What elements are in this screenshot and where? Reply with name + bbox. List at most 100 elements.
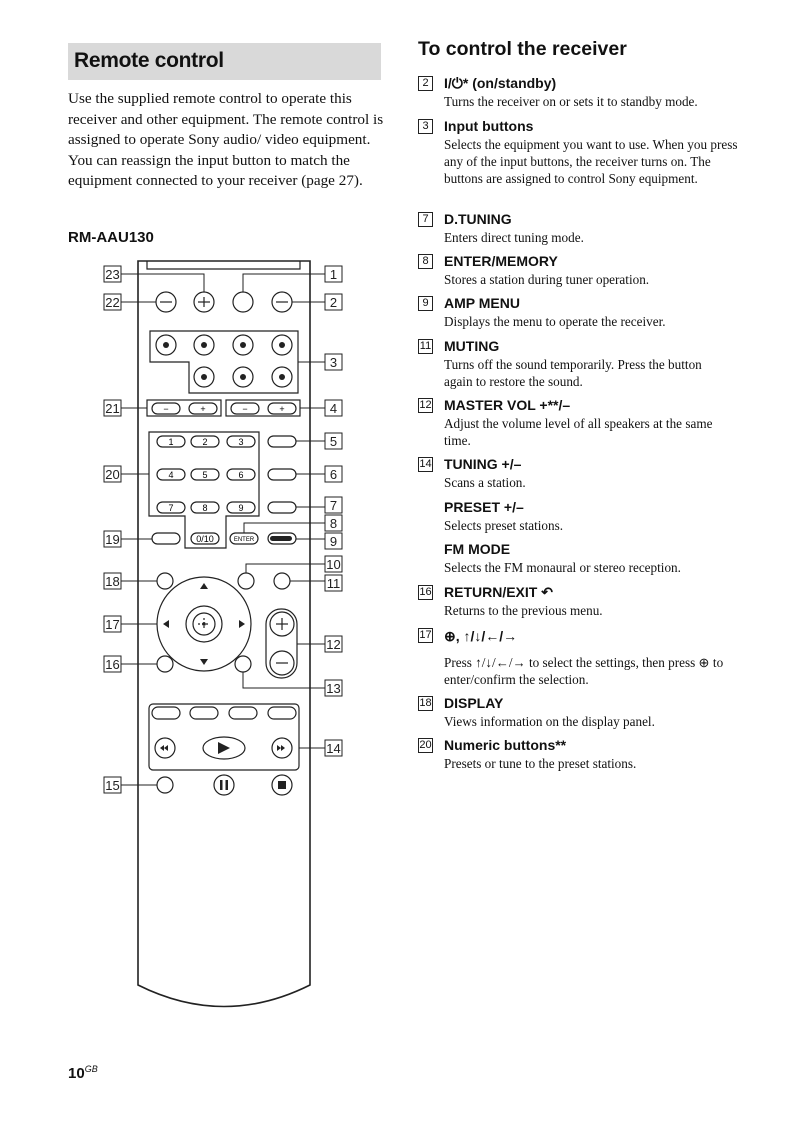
arrow-right-icon bbox=[239, 620, 245, 628]
callout-14: 14 bbox=[326, 741, 340, 756]
entry-heading: MASTER VOL +**/– bbox=[444, 397, 571, 413]
entry-heading: ⊕, ↑/↓/←/→ bbox=[444, 628, 518, 644]
play-icon bbox=[218, 742, 230, 754]
plus-button-right bbox=[267, 402, 297, 415]
entry-description: Selects preset stations. bbox=[444, 518, 564, 533]
right-section-title: To control the receiver bbox=[418, 38, 627, 60]
entry-heading: DISPLAY bbox=[444, 695, 504, 711]
plus-label: + bbox=[200, 404, 205, 414]
callout-6: 6 bbox=[330, 467, 337, 482]
entry-number: 11 bbox=[418, 339, 433, 354]
button-10 bbox=[237, 572, 255, 590]
entry-description: Press ↑/↓/←/→ to select the settings, th… bbox=[444, 655, 724, 687]
minus-button-right bbox=[230, 402, 260, 415]
entry-number: 14 bbox=[418, 457, 433, 472]
arrow-up-icon bbox=[200, 583, 208, 589]
numeric-button-5 bbox=[190, 468, 220, 481]
entry-number: 18 bbox=[418, 696, 433, 711]
entry-heading: RETURN/EXIT ↶ bbox=[444, 584, 553, 600]
entry-heading: MUTING bbox=[444, 338, 500, 354]
entry-description: Returns to the previous menu. bbox=[444, 603, 603, 618]
entry-heading: AMP MENU bbox=[444, 295, 520, 311]
prev-button bbox=[151, 706, 181, 720]
rewind-step-button bbox=[189, 706, 219, 720]
minus-button-left bbox=[151, 402, 181, 415]
minus-label: − bbox=[242, 404, 247, 414]
entry-description: Stores a station during tuner operation. bbox=[444, 272, 650, 287]
entry-description: Selects the equipment you want to use. W… bbox=[444, 137, 738, 186]
entry-heading: PRESET +/– bbox=[444, 499, 524, 515]
section-heading-band bbox=[68, 43, 381, 80]
callout-4: 4 bbox=[330, 401, 337, 416]
callout-8: 8 bbox=[330, 516, 337, 531]
callout-22: 22 bbox=[105, 295, 119, 310]
numeric-key-label: 4 bbox=[168, 470, 173, 480]
next-button bbox=[267, 706, 297, 720]
forward-step-button bbox=[228, 706, 258, 720]
enter-label: ENTER bbox=[234, 537, 255, 543]
arrow-down-icon bbox=[200, 659, 208, 665]
button-13 bbox=[234, 655, 252, 673]
entry-description: Turns the receiver on or sets it to stan… bbox=[444, 94, 698, 109]
page-number: 10GB bbox=[68, 1064, 98, 1082]
fast-forward-icon bbox=[281, 745, 285, 751]
button-15 bbox=[156, 776, 174, 794]
rewind-icon bbox=[160, 745, 164, 751]
entry-number: 16 bbox=[418, 585, 433, 600]
button-6 bbox=[267, 468, 297, 481]
numeric-key-label: 0/10 bbox=[196, 534, 214, 544]
entry-description: Enters direct tuning mode. bbox=[444, 230, 584, 245]
callout-23: 23 bbox=[105, 267, 119, 282]
pause-button bbox=[213, 774, 235, 796]
button-7 bbox=[267, 501, 297, 514]
minus-label: − bbox=[163, 404, 168, 414]
entry-heading: D.TUNING bbox=[444, 211, 512, 227]
entry-number: 9 bbox=[418, 296, 433, 311]
entry-number: 8 bbox=[418, 254, 433, 269]
numeric-button-3 bbox=[226, 435, 256, 448]
muting-button bbox=[273, 572, 291, 590]
entry-heading: ENTER/MEMORY bbox=[444, 253, 558, 269]
entry-description: Turns off the sound temporarily. Press t… bbox=[444, 357, 702, 389]
entry-description: Views information on the display panel. bbox=[444, 714, 655, 729]
numeric-button-8 bbox=[190, 501, 220, 514]
numeric-frame bbox=[148, 431, 260, 549]
callout-16: 16 bbox=[105, 657, 119, 672]
button-1 bbox=[232, 291, 254, 313]
stop-icon bbox=[278, 781, 286, 789]
callout-1: 1 bbox=[330, 267, 337, 282]
entry-heading: I/⏻* (on/standby) bbox=[444, 75, 557, 91]
callout-2: 2 bbox=[330, 295, 337, 310]
numeric-key-label: 2 bbox=[202, 437, 207, 447]
plus-label: + bbox=[279, 404, 284, 414]
entry-description: Displays the menu to operate the receive… bbox=[444, 314, 666, 329]
callout-21: 21 bbox=[105, 401, 119, 416]
button-19 bbox=[151, 532, 181, 545]
callout-12: 12 bbox=[326, 637, 340, 652]
numeric-button-4 bbox=[156, 468, 186, 481]
callout-11: 11 bbox=[327, 576, 341, 591]
callout-9: 9 bbox=[330, 534, 337, 549]
entry-number: 2 bbox=[418, 76, 433, 91]
numeric-key-label: 8 bbox=[202, 503, 207, 513]
numeric-key-label: 7 bbox=[168, 503, 173, 513]
remote-top-edge bbox=[146, 261, 301, 270]
plus-button-left bbox=[188, 402, 218, 415]
entry-number: 20 bbox=[418, 738, 433, 753]
numeric-button-0 bbox=[190, 532, 220, 545]
entry-description: Scans a station. bbox=[444, 475, 526, 490]
callout-13: 13 bbox=[326, 681, 340, 696]
intro-paragraph: Use the supplied remote control to opera… bbox=[68, 90, 384, 190]
callout-19: 19 bbox=[105, 532, 119, 547]
numeric-key-label: 9 bbox=[238, 503, 243, 513]
section-title: Remote control bbox=[74, 49, 224, 72]
arrow-left-icon bbox=[163, 620, 169, 628]
numeric-button-2 bbox=[190, 435, 220, 448]
numeric-button-6 bbox=[226, 468, 256, 481]
numeric-button-1 bbox=[156, 435, 186, 448]
button-5 bbox=[267, 435, 297, 448]
entry-description: Presets or tune to the preset stations. bbox=[444, 756, 637, 771]
callout-15: 15 bbox=[105, 778, 119, 793]
entry-number: 12 bbox=[418, 398, 433, 413]
